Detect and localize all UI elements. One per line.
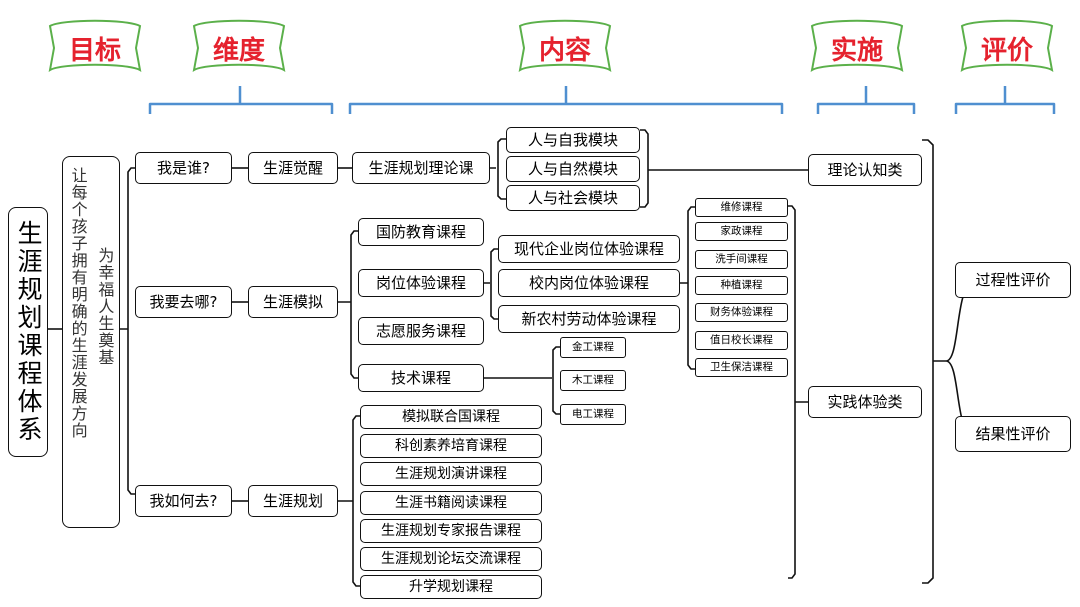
implement-theory: 理论认知类: [808, 154, 922, 186]
course-volunteer: 志愿服务课程: [358, 317, 484, 345]
header-content: 内容: [538, 35, 591, 66]
question-where: 我要去哪?: [135, 286, 232, 318]
line-evaluation-split: [945, 281, 973, 438]
stage-simulation: 生涯模拟: [248, 286, 338, 318]
question-who: 我是谁?: [135, 152, 232, 184]
tech-woodwork: 木工课程: [560, 370, 626, 391]
goal-secondary: 为幸福人生奠基: [95, 247, 115, 366]
banner-evaluate: [960, 19, 1054, 72]
line-plan-courses: [338, 415, 360, 587]
campus-cleaning: 卫生保洁课程: [695, 358, 788, 377]
goal-node: 让每个孩子拥有明确的生涯发展方向 为幸福人生奠基: [62, 156, 120, 528]
header-dimension: 维度: [212, 35, 265, 66]
line-campus-right: [788, 205, 808, 579]
root-node: 生涯规划课程体系: [8, 207, 48, 457]
stage-awareness: 生涯觉醒: [248, 152, 338, 184]
header-banners: [48, 19, 1054, 72]
campus-repair: 维修课程: [695, 198, 788, 217]
plan-speech: 生涯规划演讲课程: [360, 462, 542, 486]
brace-evaluate: [954, 86, 1056, 114]
plan-reading: 生涯书籍阅读课程: [360, 491, 542, 515]
banner-dimension: [192, 19, 286, 72]
campus-housekeeping: 家政课程: [695, 222, 788, 241]
banner-content: [518, 19, 612, 72]
course-tech: 技术课程: [358, 364, 484, 392]
plan-forum: 生涯规划论坛交流课程: [360, 547, 542, 571]
line-goal-questions: [119, 167, 135, 495]
header-braces: [148, 86, 1056, 114]
brace-dimension: [148, 86, 334, 114]
theory-course: 生涯规划理论课: [352, 152, 490, 184]
plan-expert-report: 生涯规划专家报告课程: [360, 519, 542, 543]
tech-metalwork: 金工课程: [560, 337, 626, 358]
line-implement-bracket: [922, 139, 946, 584]
post-modern-enterprise: 现代企业岗位体验课程: [498, 235, 680, 263]
goal-primary: 让每个孩子拥有明确的生涯发展方向: [68, 167, 88, 439]
module-society: 人与社会模块: [506, 185, 640, 211]
course-post: 岗位体验课程: [358, 269, 484, 297]
line-sim-courses: [338, 230, 358, 379]
tech-electrical: 电工课程: [560, 404, 626, 425]
module-nature: 人与自然模块: [506, 156, 640, 182]
implement-practice: 实践体验类: [808, 386, 922, 418]
line-post-sub: [484, 248, 498, 320]
post-new-village: 新农村劳动体验课程: [498, 305, 680, 333]
line-modules-implement: [640, 129, 808, 208]
banner-implement: [810, 19, 904, 72]
line-campus-sub: [680, 206, 695, 370]
connectors: [47, 129, 973, 587]
post-campus: 校内岗位体验课程: [498, 269, 680, 297]
course-defense: 国防教育课程: [358, 218, 484, 246]
plan-science-literacy: 科创素养培育课程: [360, 434, 542, 458]
header-evaluate: 评价: [980, 35, 1033, 66]
header-goal: 目标: [68, 35, 121, 66]
plan-model-un: 模拟联合国课程: [360, 405, 542, 429]
brace-implement: [816, 86, 916, 114]
campus-duty-principal: 值日校长课程: [695, 331, 788, 350]
brace-content: [348, 86, 784, 114]
line-tech-sub: [484, 346, 560, 415]
question-how: 我如何去?: [135, 485, 232, 517]
plan-admission: 升学规划课程: [360, 575, 542, 599]
root-label: 生涯规划课程体系: [14, 220, 43, 444]
evaluation-result: 结果性评价: [955, 416, 1071, 452]
campus-planting: 种植课程: [695, 276, 788, 295]
evaluation-process: 过程性评价: [955, 262, 1071, 298]
stage-planning: 生涯规划: [248, 485, 338, 517]
banner-goal: [48, 19, 142, 72]
campus-restroom: 洗手间课程: [695, 250, 788, 269]
campus-finance: 财务体验课程: [695, 303, 788, 322]
header-implement: 实施: [830, 35, 883, 66]
line-theory-modules: [490, 138, 506, 200]
module-self: 人与自我模块: [506, 127, 640, 153]
